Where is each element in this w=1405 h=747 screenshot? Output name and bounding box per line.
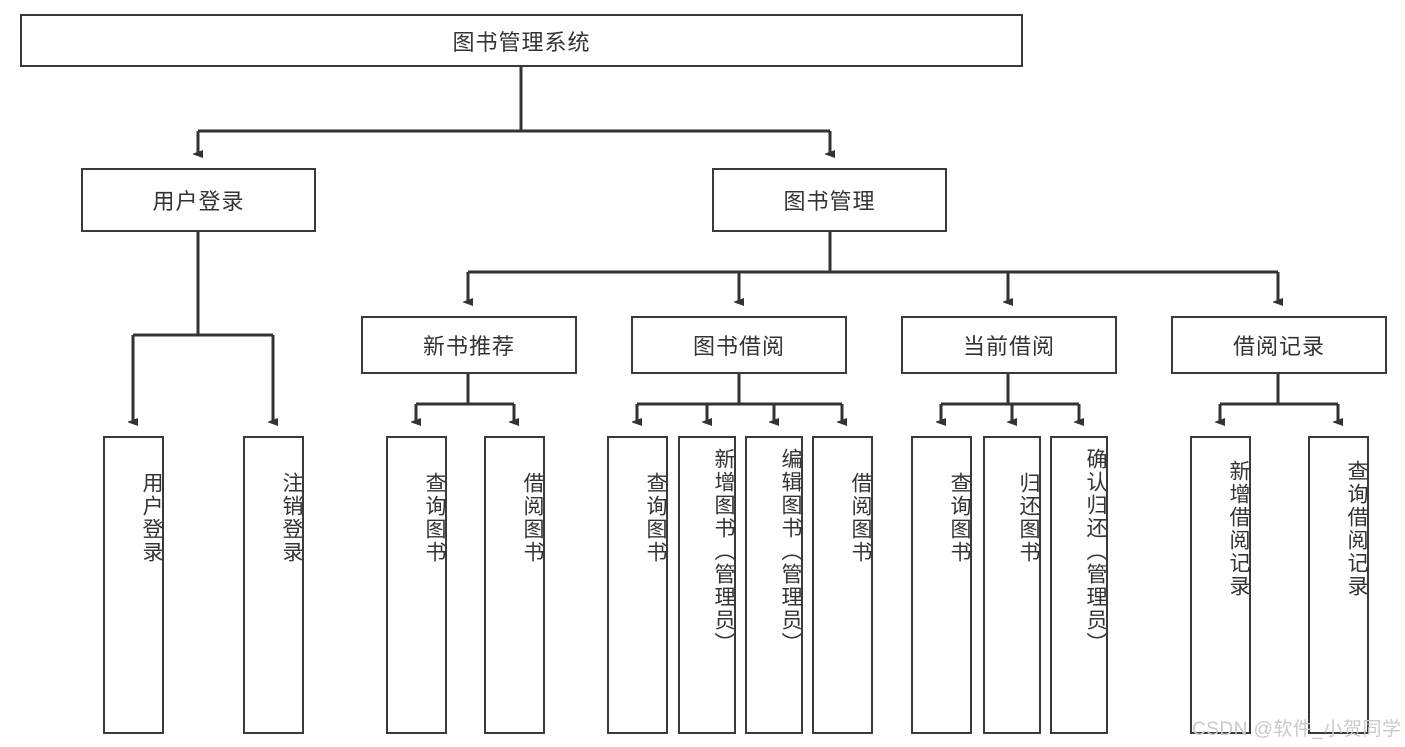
node-leaf-query-book-1[interactable]: 查询图书 [386, 436, 447, 734]
node-leaf-query-book-3[interactable]: 查询图书 [911, 436, 972, 734]
node-label: 新增图书（管理员） [712, 448, 735, 655]
node-leaf-user-login[interactable]: 用户登录 [103, 436, 164, 734]
csdn-watermark: CSDN @软件_小贺同学 [1192, 719, 1402, 740]
node-leaf-logout[interactable]: 注销登录 [243, 436, 304, 734]
node-label: 图书管理 [783, 189, 876, 214]
node-label: 借阅记录 [1232, 334, 1325, 359]
node-label: 注销登录 [280, 472, 303, 564]
node-current-borrow[interactable]: 当前借阅 [901, 316, 1117, 374]
node-label: 借阅图书 [849, 472, 872, 564]
node-label: 图书管理系统 [452, 29, 591, 55]
node-leaf-borrow-book-2[interactable]: 借阅图书 [812, 436, 873, 734]
node-leaf-add-book[interactable]: 新增图书（管理员） [678, 436, 736, 734]
node-book-borrow[interactable]: 图书借阅 [631, 316, 847, 374]
node-label: 借阅图书 [521, 472, 544, 564]
node-new-book-rec[interactable]: 新书推荐 [361, 316, 577, 374]
node-borrow-record[interactable]: 借阅记录 [1171, 316, 1387, 374]
node-leaf-return-book[interactable]: 归还图书 [983, 436, 1041, 734]
node-root[interactable]: 图书管理系统 [20, 14, 1023, 67]
node-label: 图书借阅 [692, 334, 785, 359]
node-leaf-add-record[interactable]: 新增借阅记录 [1190, 436, 1251, 734]
node-label: 新增借阅记录 [1227, 460, 1250, 598]
node-label: 用户登录 [152, 189, 245, 214]
node-user-login[interactable]: 用户登录 [81, 168, 316, 232]
node-leaf-edit-book[interactable]: 编辑图书（管理员） [745, 436, 803, 734]
node-leaf-query-record[interactable]: 查询借阅记录 [1308, 436, 1369, 734]
node-label: 归还图书 [1017, 472, 1040, 564]
node-label: 查询图书 [423, 472, 446, 564]
node-label: 编辑图书（管理员） [779, 448, 802, 655]
node-leaf-confirm-return[interactable]: 确认归还（管理员） [1050, 436, 1108, 734]
node-leaf-borrow-book-1[interactable]: 借阅图书 [484, 436, 545, 734]
node-book-manage[interactable]: 图书管理 [712, 168, 947, 232]
node-leaf-query-book-2[interactable]: 查询图书 [607, 436, 668, 734]
node-label: 查询图书 [644, 472, 667, 564]
node-label: 确认归还（管理员） [1084, 448, 1107, 655]
node-label: 查询借阅记录 [1345, 460, 1368, 598]
node-label: 查询图书 [948, 472, 971, 564]
node-label: 当前借阅 [962, 334, 1055, 359]
node-label: 新书推荐 [422, 334, 515, 359]
node-label: 用户登录 [140, 472, 163, 564]
